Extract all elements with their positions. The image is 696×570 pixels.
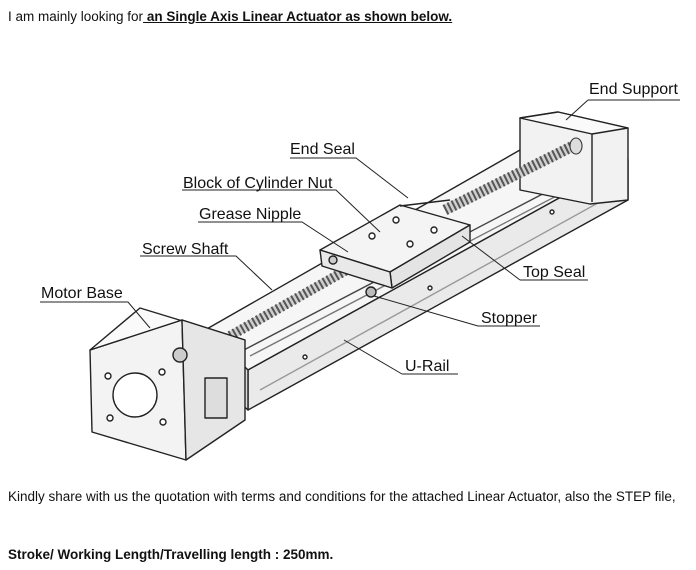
label-screw-shaft: Screw Shaft bbox=[142, 241, 229, 258]
label-motor-base: Motor Base bbox=[41, 285, 123, 302]
label-grease-nipple: Grease Nipple bbox=[199, 206, 301, 223]
stroke-spec-text: Stroke/ Working Length/Travelling length… bbox=[8, 547, 334, 562]
motor-bore bbox=[112, 372, 158, 418]
label-u-rail: U-Rail bbox=[405, 358, 449, 375]
label-end-support: End Support bbox=[589, 81, 679, 98]
label-end-seal: End Seal bbox=[290, 141, 355, 158]
intro-line: I am mainly looking for an Single Axis L… bbox=[8, 9, 452, 24]
intro-emphasis: an Single Axis Linear Actuator as shown … bbox=[143, 9, 453, 24]
label-top-seal: Top Seal bbox=[523, 264, 585, 281]
screw-shaft bbox=[227, 137, 583, 341]
share-request-text: Kindly share with us the quotation with … bbox=[8, 489, 676, 504]
intro-prefix: I am mainly looking for bbox=[8, 9, 144, 24]
label-block-of-cylinder-nut: Block of Cylinder Nut bbox=[183, 175, 333, 192]
linear-actuator-diagram: End Support End Seal Block of Cylinder N… bbox=[40, 81, 680, 461]
label-stopper: Stopper bbox=[481, 310, 538, 327]
grease-nipple bbox=[328, 255, 338, 265]
stopper bbox=[365, 286, 377, 298]
